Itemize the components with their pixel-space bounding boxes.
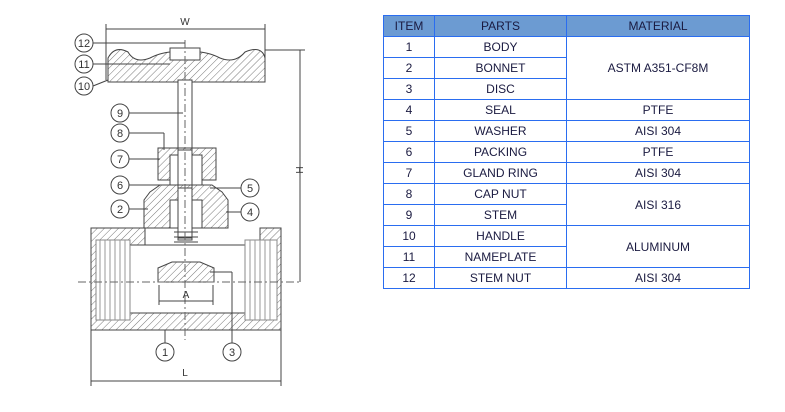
dim-l: L	[182, 368, 188, 379]
balloon-11	[74, 54, 94, 74]
material-cell: ASTM A351-CF8M	[566, 36, 750, 100]
balloon-label: 1	[162, 347, 168, 359]
material-cell: AISI 304	[566, 162, 750, 184]
part-cell: BONNET	[434, 57, 567, 79]
balloon-10	[74, 76, 94, 96]
balloon-label: 12	[78, 38, 90, 50]
header-item: ITEM	[383, 15, 435, 37]
item-cell: 12	[383, 267, 435, 289]
part-cell: HANDLE	[434, 225, 567, 247]
balloon-2	[110, 199, 130, 219]
balloon-label: 9	[117, 108, 123, 120]
item-cell: 5	[383, 120, 435, 142]
item-cell: 3	[383, 78, 435, 100]
material-cell: PTFE	[566, 141, 750, 163]
balloon-label: 2	[117, 204, 123, 216]
balloon-8	[110, 123, 130, 143]
balloon-label: 3	[229, 347, 235, 359]
part-cell: BODY	[434, 36, 567, 58]
header-material: MATERIAL	[566, 15, 750, 37]
balloon-7	[110, 149, 130, 169]
balloon-label: 4	[247, 207, 253, 219]
part-cell: SEAL	[434, 99, 567, 121]
balloon-label: 10	[78, 81, 90, 93]
item-cell: 9	[383, 204, 435, 226]
part-cell: PACKING	[434, 141, 567, 163]
balloon-label: 6	[117, 180, 123, 192]
item-cell: 1	[383, 36, 435, 58]
balloon-3	[222, 342, 242, 362]
item-cell: 10	[383, 225, 435, 247]
item-cell: 7	[383, 162, 435, 184]
part-cell: GLAND RING	[434, 162, 567, 184]
part-cell: DISC	[434, 78, 567, 100]
item-cell: 4	[383, 99, 435, 121]
header-parts: PARTS	[434, 15, 567, 37]
balloon-1	[155, 342, 175, 362]
part-cell: CAP NUT	[434, 183, 567, 205]
balloon-label: 8	[117, 128, 123, 140]
dim-w: W	[180, 17, 190, 28]
material-cell: AISI 316	[566, 183, 750, 226]
item-cell: 2	[383, 57, 435, 79]
part-cell: WASHER	[434, 120, 567, 142]
part-cell: STEM	[434, 204, 567, 226]
table-header-row: ITEM PARTS MATERIAL	[383, 15, 750, 37]
disc	[157, 261, 215, 283]
material-cell: AISI 304	[566, 267, 750, 289]
balloon-12	[74, 33, 94, 53]
material-cell: AISI 304	[566, 120, 750, 142]
balloon-4	[240, 202, 260, 222]
dim-a: A	[183, 290, 190, 301]
balloon-label: 11	[78, 59, 89, 71]
part-cell: STEM NUT	[434, 267, 567, 289]
material-cell: ALUMINUM	[566, 225, 750, 268]
balloon-label: 7	[117, 154, 123, 166]
balloon-label: 5	[247, 183, 253, 195]
balloon-5	[240, 178, 260, 198]
item-cell: 6	[383, 141, 435, 163]
part-cell: NAMEPLATE	[434, 246, 567, 268]
item-cell: 11	[383, 246, 435, 268]
item-cell: 8	[383, 183, 435, 205]
balloon-9	[110, 103, 130, 123]
balloon-6	[110, 175, 130, 195]
dim-h: H	[293, 166, 304, 173]
material-cell: PTFE	[566, 99, 750, 121]
